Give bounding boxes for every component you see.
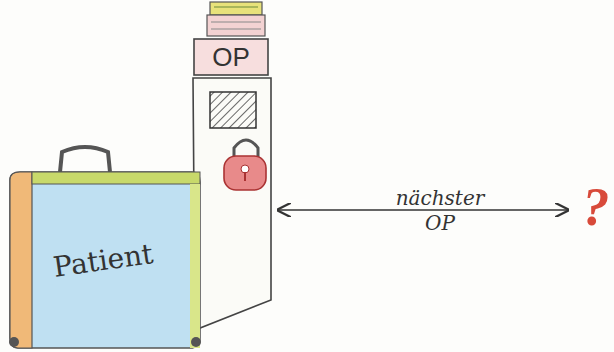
suitcase-part xyxy=(190,184,200,348)
arrow-label: nächster OP xyxy=(380,186,500,236)
suitcase-part xyxy=(10,172,32,348)
paper-line xyxy=(211,22,261,23)
keyhole xyxy=(241,165,249,173)
op-sign: OP xyxy=(193,38,269,76)
suitcase-part xyxy=(9,337,19,347)
paper-line xyxy=(211,29,261,30)
paper xyxy=(207,15,265,36)
suitcase-part xyxy=(191,337,201,347)
suitcase: Patient xyxy=(4,170,202,350)
paper-line xyxy=(214,7,258,8)
keyhole xyxy=(244,172,246,181)
suitcase-part xyxy=(10,172,200,348)
suitcase-part xyxy=(32,172,200,184)
padlock xyxy=(224,156,266,190)
room-label: OP xyxy=(212,42,250,73)
door-window xyxy=(210,92,256,128)
suitcase-handle xyxy=(60,147,110,172)
paper xyxy=(210,2,262,15)
question-mark: ? xyxy=(578,176,614,238)
door xyxy=(193,78,271,330)
